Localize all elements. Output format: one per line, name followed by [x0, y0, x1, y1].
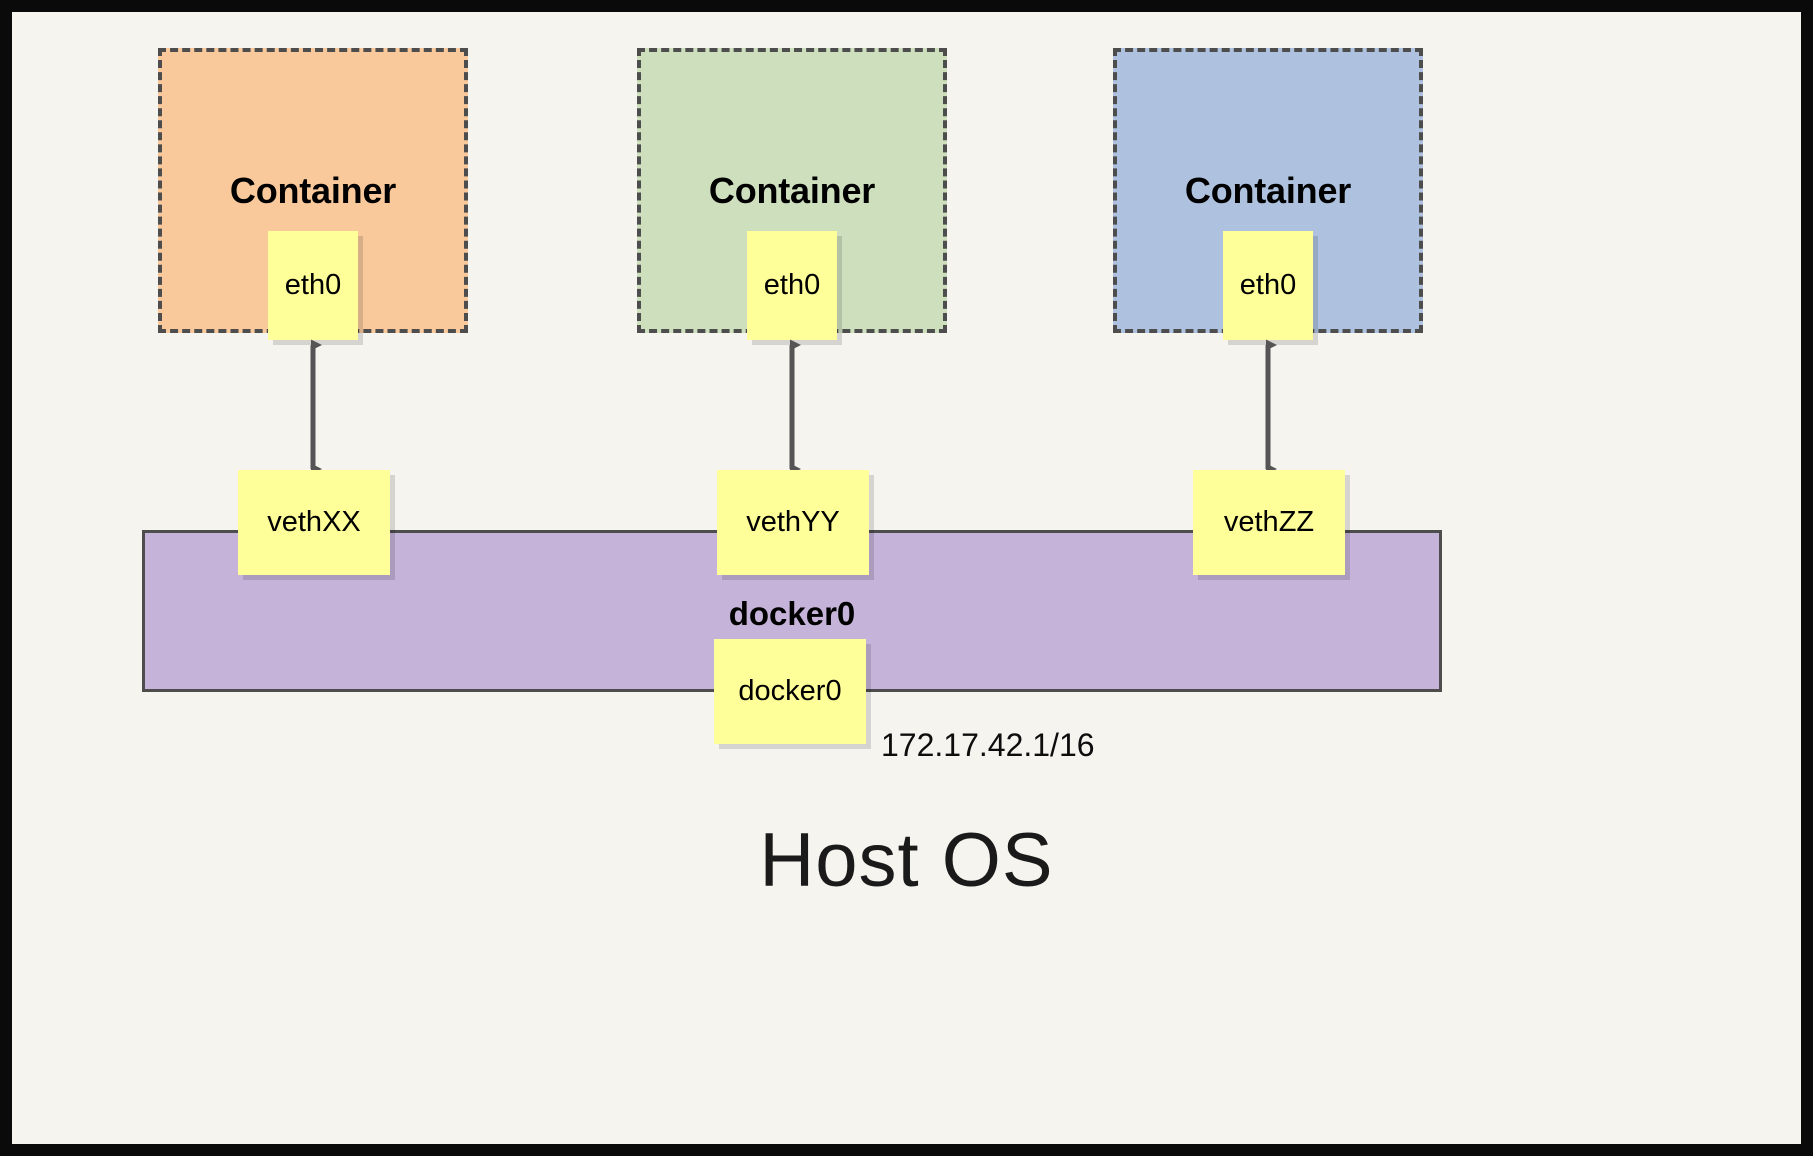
- docker0-bridge-label: docker0: [728, 595, 856, 632]
- container-title-3: Container: [1184, 170, 1352, 211]
- container-title-2: Container: [708, 170, 876, 211]
- docker0-ip-address: 172.17.42.1/16: [881, 727, 1095, 763]
- veth-box-2[interactable]: vethYY: [717, 470, 869, 575]
- veth-link-arrow-1: [310, 339, 322, 475]
- veth-link-arrow-3: [1265, 339, 1277, 475]
- veth-link-arrow-2: [789, 339, 801, 475]
- container-eth0-box-2[interactable]: eth0: [747, 231, 837, 340]
- container-title-1: Container: [229, 170, 397, 211]
- veth-box-1[interactable]: vethXX: [238, 470, 390, 575]
- diagram-stage: Container Container Container eth0 eth0 …: [12, 12, 1801, 1144]
- container-eth0-box-1[interactable]: eth0: [268, 231, 358, 340]
- host-os-label: Host OS: [759, 818, 1054, 903]
- docker0-interface-box[interactable]: docker0: [714, 639, 866, 744]
- container-eth0-box-3[interactable]: eth0: [1223, 231, 1313, 340]
- veth-box-3[interactable]: vethZZ: [1193, 470, 1345, 575]
